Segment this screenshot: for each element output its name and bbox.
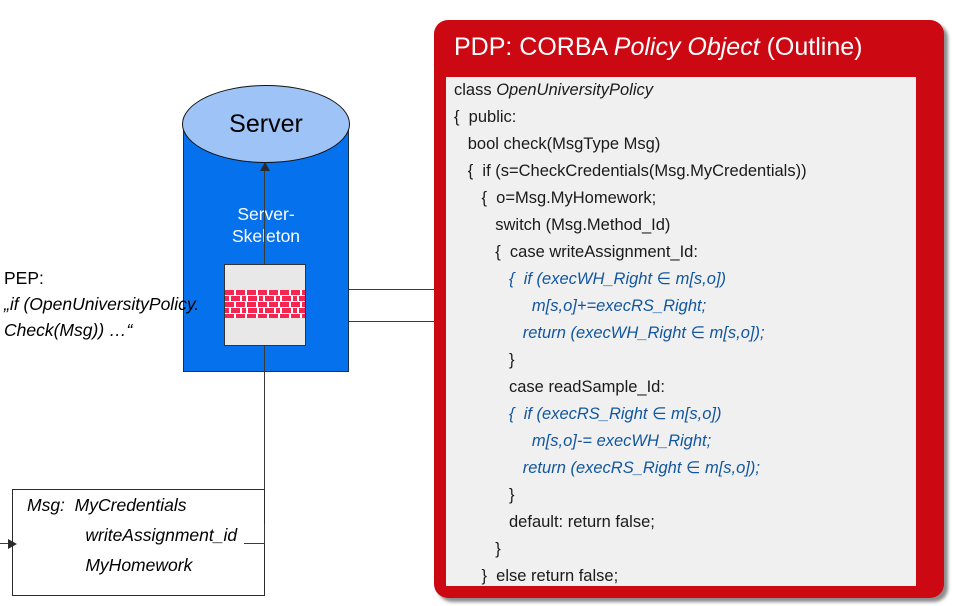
msg-field-object: MyHomework <box>85 555 193 575</box>
connector-line-bottom <box>263 321 479 322</box>
code-line: { case writeAssignment_Id: <box>454 243 698 261</box>
pdp-title-part-1: PDP: CORBA <box>454 33 614 61</box>
pdp-panel-title: PDP: CORBA Policy Object (Outline) <box>454 32 932 62</box>
incoming-msg-line <box>0 543 14 544</box>
incoming-msg-arrowhead-icon <box>8 539 17 549</box>
msg-to-server-line <box>264 170 265 524</box>
msg-field-method: writeAssignment_id <box>85 525 238 545</box>
code-line: m[s,o]-= execWH_Right; <box>454 432 712 450</box>
code-line: return (execWH_Right ∈ m[s,o]); <box>454 324 765 342</box>
pep-quote-line1: „if (OpenUniversityPolicy. <box>4 294 200 314</box>
code-line: { public: <box>454 108 517 126</box>
pdp-panel: PDP: CORBA Policy Object (Outline) class… <box>434 20 944 598</box>
code-line: bool check(MsgType Msg) <box>454 135 661 153</box>
msg-field-credentials: MyCredentials <box>74 495 187 515</box>
pep-enforcement-box <box>224 264 306 346</box>
code-line: { if (execRS_Right ∈ m[s,o]) <box>454 405 722 423</box>
msg-box: Msg: MyCredentials writeAssignment_id My… <box>12 489 265 596</box>
msg-row-2: writeAssignment_id <box>13 520 264 550</box>
code-line: { if (s=CheckCredentials(Msg.MyCredentia… <box>454 162 807 180</box>
msg-row-1: Msg: MyCredentials <box>13 490 264 520</box>
code-line: { if (execWH_Right ∈ m[s,o]) <box>454 270 727 288</box>
code-line: } <box>454 486 515 504</box>
server-label: Server <box>229 110 303 138</box>
pdp-code-block: class OpenUniversityPolicy { public: bool… <box>446 77 916 586</box>
msg-label: Msg: <box>27 495 65 515</box>
code-line: { o=Msg.MyHomework; <box>454 189 657 207</box>
msg-right-riser <box>264 524 265 544</box>
skeleton-label-line2: Skeleton <box>231 226 301 246</box>
skeleton-label-line1: Server- <box>237 204 295 224</box>
code-line: class OpenUniversityPolicy <box>454 81 653 99</box>
firewall-brickwall-icon <box>225 290 305 318</box>
code-line: case readSample_Id: <box>454 378 665 396</box>
code-line: switch (Msg.Method_Id) <box>454 216 671 234</box>
code-line: m[s,o]+=execRS_Right; <box>454 297 707 315</box>
msg-to-server-arrowhead-icon <box>260 162 270 171</box>
msg-row-3: MyHomework <box>13 550 264 580</box>
pep-heading: PEP: <box>4 268 44 288</box>
code-line: } <box>454 540 501 558</box>
msg-right-connector <box>244 543 265 544</box>
server-cylinder-top <box>182 85 350 163</box>
connector-line-top <box>263 289 479 290</box>
code-line: } else return false; <box>454 567 619 585</box>
pep-annotation: PEP: „if (OpenUniversityPolicy. Check(Ms… <box>4 265 219 343</box>
code-line: } <box>454 351 515 369</box>
code-line: default: return false; <box>454 513 655 531</box>
pdp-title-italic: Policy Object <box>613 33 760 61</box>
code-line: return (execRS_Right ∈ m[s,o]); <box>454 459 760 477</box>
pep-quote-line2: Check(Msg)) …“ <box>4 320 133 340</box>
pdp-title-part-2: (Outline) <box>759 33 863 61</box>
server-skeleton-label: Server- Skeleton <box>183 203 349 247</box>
